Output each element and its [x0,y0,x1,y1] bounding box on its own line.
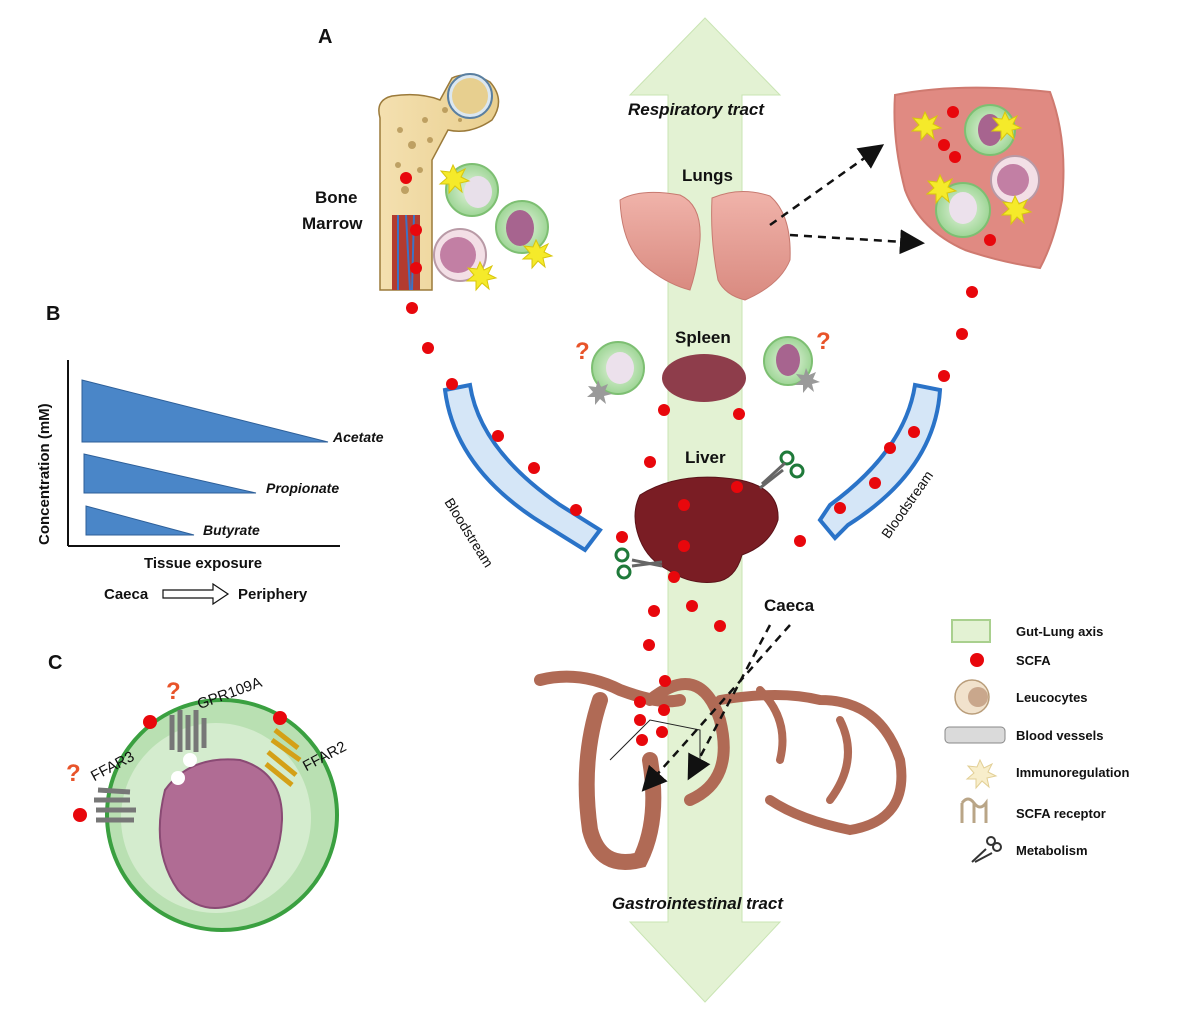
legend-metabolism: Metabolism [1016,843,1088,858]
acetate-label: Acetate [333,429,384,445]
panel-b-chart [67,360,340,606]
panel-b-ylabel: Concentration (mM) [36,403,53,545]
flow-from-label: Caeca [104,586,149,603]
lungs-illustration [619,191,791,301]
uncertain-regulation-icon [795,368,820,393]
immunoregulation-icon [925,173,958,205]
spleen-label: Spleen [675,328,731,347]
leucocyte-spleen-right [763,336,813,386]
uncertain-regulation-icon [587,380,612,405]
panel-b-xlabel: Tissue exposure [144,555,263,572]
butyrate-label: Butyrate [203,522,260,538]
legend-immunoregulation: Immunoregulation [1016,765,1130,780]
scissors-icon [614,547,663,580]
leucocyte-spleen-left [591,341,645,395]
spleen-illustration [662,354,746,402]
propionate-bar [83,453,257,494]
legend-blood-vessels: Blood vessels [1016,728,1104,743]
scfa-dots [400,106,996,746]
panel-c-scfa-dots [73,711,287,822]
leucocyte-bone-2 [495,200,549,254]
respiratory-tract-label: Respiratory tract [628,100,765,119]
caeca-gut-illustration [534,670,907,870]
bloodstream-vessel-left [442,382,603,553]
panel-a-label: A [318,26,333,48]
liver-illustration [634,476,779,583]
lungs-label: Lungs [682,166,733,185]
gastrointestinal-tract-label: Gastrointestinal tract [612,894,783,913]
legend-scfa: SCFA [1016,653,1051,668]
liver-label: Liver [685,448,726,467]
leucocyte-lung-2 [990,155,1040,205]
butyrate-bar [85,505,195,536]
immunoregulation-icon [521,238,554,270]
lung-zoom-arrow-1 [769,144,885,227]
propionate-label: Propionate [266,480,340,496]
legend-graphics [944,619,1006,863]
panel-c-cell [105,698,339,932]
legend-scfa-receptor: SCFA receptor [1016,806,1106,821]
immunoregulation-icon [438,163,471,195]
intestinal-mesentery [609,719,701,770]
leucocyte-bone-3 [433,228,487,282]
marrow-label: Marrow [302,214,363,233]
lung-tissue-magnified [893,86,1065,270]
scissors-icon [759,450,805,490]
legend-leucocytes: Leucocytes [1016,690,1088,705]
immunoregulation-icon [465,260,498,292]
legend-gut-lung-axis: Gut-Lung axis [1016,624,1104,639]
flow-arrow [162,582,230,606]
panel-c-label: C [48,652,63,674]
ffar2-receptor [264,728,302,787]
lung-zoom-arrow-2 [789,229,925,255]
caeca-arrow-2 [687,624,772,781]
acetate-bar [81,379,329,443]
bone-label: Bone [315,188,358,207]
question-mark: ? [816,328,831,355]
question-mark: ? [166,678,181,705]
immunoregulation-icon [990,110,1023,142]
question-mark: ? [66,760,81,787]
question-mark: ? [575,338,590,365]
caeca-label: Caeca [764,596,815,615]
bloodstream-vessel-right [817,382,943,541]
leucocyte-lung-3 [935,182,991,238]
gpr109a-receptor [169,710,207,752]
ffar3-receptor [94,787,136,823]
immunoregulation-icon [1000,194,1033,226]
immunoregulation-icon [910,110,943,142]
panel-b-label: B [46,303,61,325]
flow-to-label: Periphery [238,586,308,603]
